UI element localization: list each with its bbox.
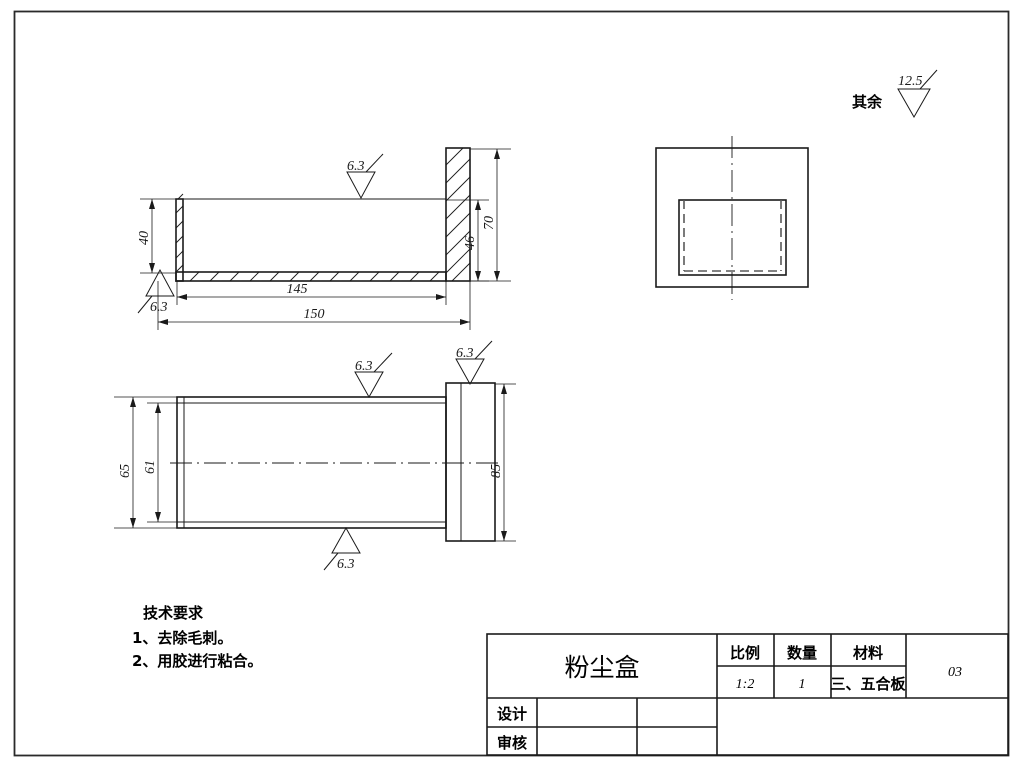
title-block: 粉尘盒 比例 数量 材料 1:2 1 三、五合板 03 设计 审核 bbox=[486, 633, 1009, 756]
hatch-right-block bbox=[445, 147, 471, 282]
dimension-61: 61 bbox=[143, 402, 184, 523]
roughness-value-bottom-section: 6.3 bbox=[150, 300, 168, 315]
hidden-edges bbox=[683, 200, 782, 272]
dimension-85: 85 bbox=[489, 383, 516, 542]
dimension-46-text: 46 bbox=[463, 236, 478, 250]
dimension-85-text: 85 bbox=[489, 464, 504, 478]
part-name: 粉尘盒 bbox=[564, 653, 639, 682]
quantity-label: 数量 bbox=[787, 644, 817, 662]
review-label: 审核 bbox=[497, 734, 527, 752]
dimension-150-text: 150 bbox=[304, 307, 325, 322]
general-roughness-value: 12.5 bbox=[898, 74, 923, 89]
roughness-value-top-front: 6.3 bbox=[355, 359, 373, 374]
dimension-70-text: 70 bbox=[482, 216, 497, 230]
scale-value: 1:2 bbox=[736, 677, 755, 692]
dimension-145-text: 145 bbox=[287, 282, 308, 297]
dimension-65-text: 65 bbox=[118, 464, 133, 478]
material-value: 三、五合板 bbox=[830, 675, 906, 693]
scale-label: 比例 bbox=[730, 644, 760, 662]
front-view: 6.3 6.3 6.3 65 61 bbox=[114, 340, 516, 572]
roughness-value-top-section: 6.3 bbox=[347, 159, 365, 174]
dimension-65: 65 bbox=[114, 396, 177, 529]
notes-item-1: 1、去除毛刺。 bbox=[132, 629, 232, 647]
notes-item-2: 2、用胶进行粘合。 bbox=[132, 652, 262, 670]
dimension-40-text: 40 bbox=[137, 231, 152, 245]
dimension-40: 40 bbox=[137, 198, 176, 274]
dimension-150: 150 bbox=[157, 281, 471, 330]
general-roughness-symbol bbox=[897, 69, 938, 119]
design-label: 设计 bbox=[497, 705, 527, 723]
technical-requirements: 技术要求 1、去除毛刺。 2、用胶进行粘合。 bbox=[132, 604, 262, 670]
roughness-symbol-top-front bbox=[354, 352, 393, 399]
hatch-floor bbox=[189, 271, 440, 282]
end-view bbox=[655, 136, 809, 300]
material-label: 材料 bbox=[853, 644, 883, 662]
roughness-value-bottom-front: 6.3 bbox=[337, 557, 355, 572]
hatch-left-wall bbox=[175, 193, 184, 273]
general-roughness-label: 其余 bbox=[852, 93, 883, 111]
section-view: 6.3 6.3 40 145 bbox=[137, 147, 511, 330]
roughness-symbol-flange bbox=[455, 340, 493, 386]
drawing-number: 03 bbox=[948, 665, 962, 680]
notes-heading: 技术要求 bbox=[143, 604, 204, 622]
dimension-61-text: 61 bbox=[143, 460, 158, 474]
quantity-value: 1 bbox=[799, 677, 806, 692]
dimension-145: 145 bbox=[176, 281, 447, 305]
roughness-value-flange: 6.3 bbox=[456, 346, 474, 361]
roughness-symbol-top-section bbox=[346, 153, 384, 200]
roughness-symbol-bottom-section bbox=[137, 268, 175, 314]
roughness-symbol-bottom-front bbox=[323, 526, 361, 571]
dimension-70: 70 bbox=[470, 148, 511, 282]
